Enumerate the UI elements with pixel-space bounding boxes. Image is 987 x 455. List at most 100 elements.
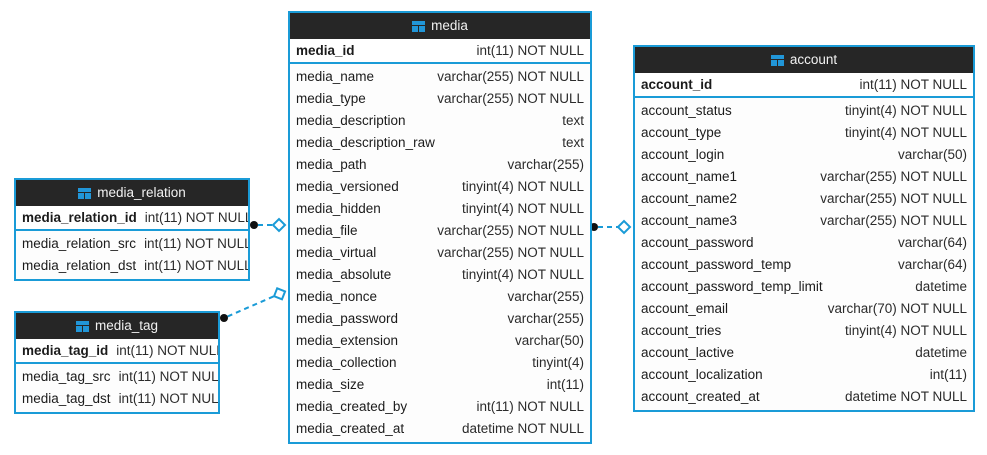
attribute-type: tinyint(4) NOT NULL xyxy=(461,201,584,216)
attribute-name: account_created_at xyxy=(641,389,760,404)
table-icon xyxy=(412,20,426,32)
attribute-name: account_password_temp xyxy=(641,257,792,272)
attribute-type: int(11) NOT NULL xyxy=(144,236,250,251)
attribute-name: media_tag_dst xyxy=(22,391,111,406)
attribute-row: media_created_by int(11) NOT NULL xyxy=(290,396,590,418)
attribute-type: int(11) NOT NULL xyxy=(476,43,584,58)
attribute-type: varchar(255) NOT NULL xyxy=(820,213,967,228)
attribute-type: varchar(255) NOT NULL xyxy=(820,169,967,184)
attribute-name: media_relation_dst xyxy=(22,258,137,273)
connector-endpoint-diamond xyxy=(616,219,632,235)
attribute-name: account_name2 xyxy=(641,191,738,206)
connector-line xyxy=(227,293,280,318)
attribute-type: datetime NOT NULL xyxy=(844,389,967,404)
attribute-type: int(11) xyxy=(929,367,967,382)
attribute-type: int(11) NOT NULL xyxy=(859,77,967,92)
attribute-name: media_collection xyxy=(296,355,397,370)
table-icon xyxy=(770,54,784,66)
attribute-name: account_type xyxy=(641,125,722,140)
attribute-name: media_id xyxy=(296,43,355,58)
attribute-name: media_absolute xyxy=(296,267,392,282)
attribute-row: media_relation_src int(11) NOT NULL xyxy=(16,233,248,255)
attribute-name: account_login xyxy=(641,147,725,162)
attribute-name: account_status xyxy=(641,103,732,118)
attribute-name: media_tag_src xyxy=(22,369,111,384)
entity-header-media: media xyxy=(290,13,590,39)
attribute-name: account_password_temp_limit xyxy=(641,279,823,294)
attribute-name: media_relation_id xyxy=(22,210,137,225)
attribute-row: media_tag_dst int(11) NOT NULL xyxy=(16,388,218,410)
attribute-name: media_created_by xyxy=(296,399,408,414)
primary-key-row: account_id int(11) NOT NULL xyxy=(635,73,973,96)
attribute-type: text xyxy=(562,135,584,150)
attribute-type: int(11) xyxy=(546,377,584,392)
attribute-row: account_name2 varchar(255) NOT NULL xyxy=(635,188,973,210)
attribute-name: media_relation_src xyxy=(22,236,137,251)
attribute-row: account_created_at datetime NOT NULL xyxy=(635,386,973,408)
attribute-row: media_tag_src int(11) NOT NULL xyxy=(16,366,218,388)
attribute-type: int(11) NOT NULL xyxy=(118,369,220,384)
attribute-name: account_password xyxy=(641,235,754,250)
attribute-row: account_password_temp varchar(64) xyxy=(635,254,973,276)
relationship-media-tag-to-media xyxy=(220,286,287,322)
attribute-type: tinyint(4) NOT NULL xyxy=(844,323,967,338)
attribute-type: tinyint(4) NOT NULL xyxy=(844,125,967,140)
attribute-row: media_relation_dst int(11) NOT NULL xyxy=(16,255,248,277)
entity-header-media_tag: media_tag xyxy=(16,313,218,339)
attribute-type: tinyint(4) xyxy=(532,355,584,370)
attribute-type: varchar(255) xyxy=(507,311,584,326)
attribute-name: account_name1 xyxy=(641,169,738,184)
attribute-type: datetime xyxy=(915,345,967,360)
attribute-row: account_login varchar(50) xyxy=(635,144,973,166)
attribute-type: int(11) NOT NULL xyxy=(476,399,584,414)
attribute-row: media_versioned tinyint(4) NOT NULL xyxy=(290,176,590,198)
attribute-name: media_hidden xyxy=(296,201,381,216)
attribute-name: media_extension xyxy=(296,333,399,348)
attribute-type: int(11) NOT NULL xyxy=(118,391,220,406)
attribute-type: datetime NOT NULL xyxy=(461,421,584,436)
attribute-row: media_collection tinyint(4) xyxy=(290,352,590,374)
attribute-type: varchar(50) xyxy=(897,147,967,162)
attribute-type: varchar(50) xyxy=(514,333,584,348)
primary-key-section: media_id int(11) NOT NULL xyxy=(290,39,590,64)
attribute-type: varchar(64) xyxy=(897,257,967,272)
attribute-name: account_tries xyxy=(641,323,722,338)
connector-endpoint-diamond xyxy=(272,286,287,301)
attribute-row: account_tries tinyint(4) NOT NULL xyxy=(635,320,973,342)
attribute-type: varchar(255) NOT NULL xyxy=(820,191,967,206)
attribute-name: media_nonce xyxy=(296,289,378,304)
attribute-type: tinyint(4) NOT NULL xyxy=(461,179,584,194)
entity-title: media_relation xyxy=(97,185,186,200)
attribute-name: account_id xyxy=(641,77,713,92)
entity-header-account: account xyxy=(635,47,973,73)
attribute-name: media_virtual xyxy=(296,245,377,260)
attribute-name: media_description_raw xyxy=(296,135,435,150)
attribute-name: media_versioned xyxy=(296,179,399,194)
entity-title: media_tag xyxy=(94,318,159,333)
attribute-type: int(11) NOT NULL xyxy=(144,258,250,273)
attribute-type: varchar(255) NOT NULL xyxy=(437,91,584,106)
table-icon xyxy=(78,187,92,199)
